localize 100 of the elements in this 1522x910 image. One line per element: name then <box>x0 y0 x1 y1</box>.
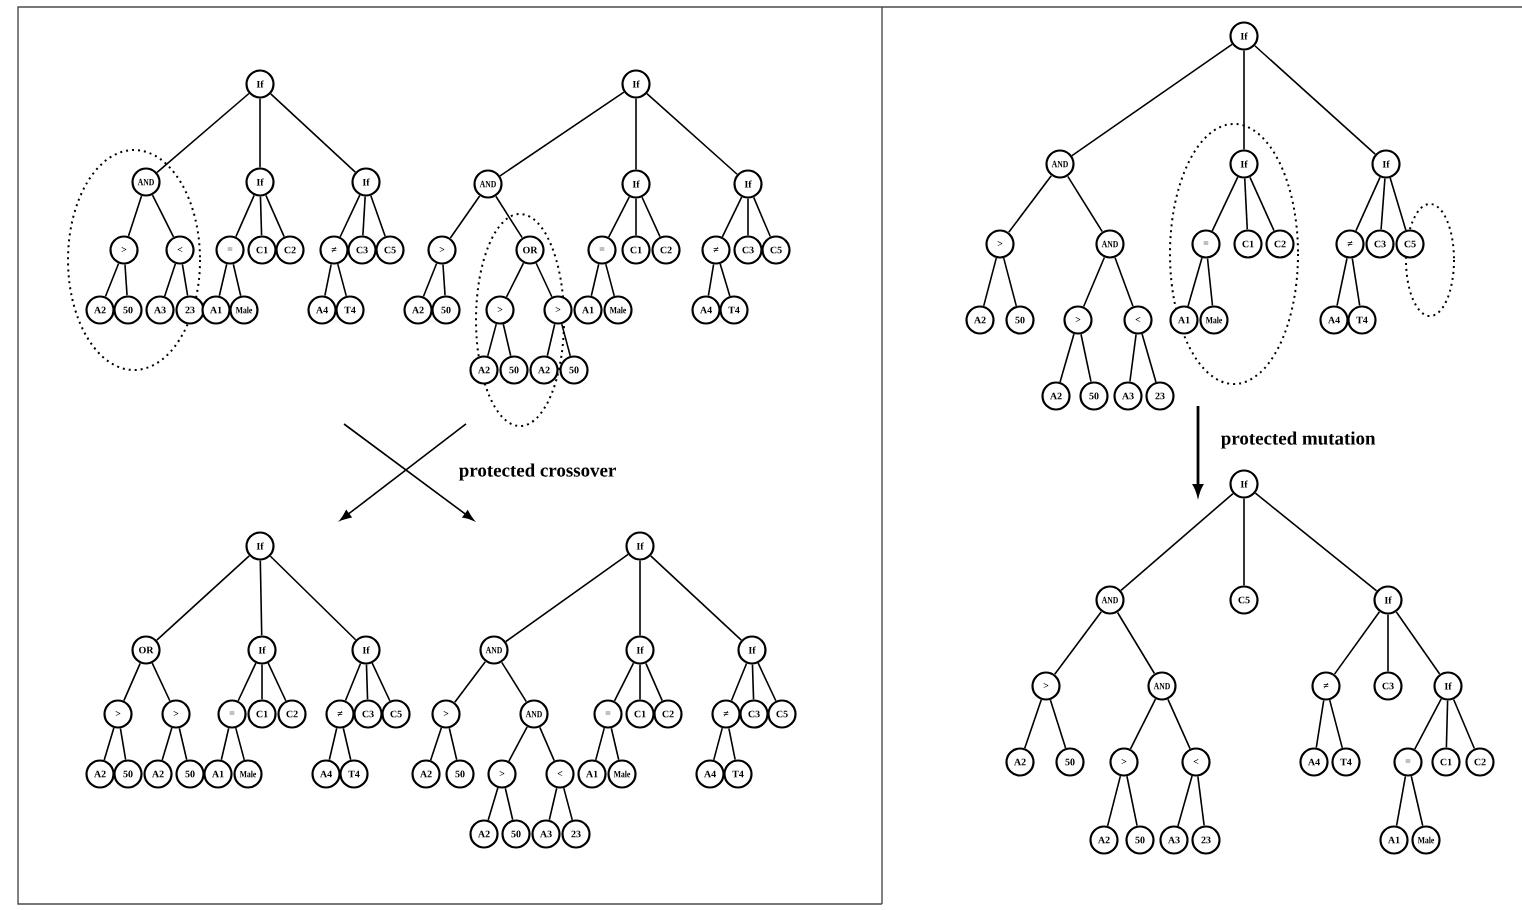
tree-branch <box>1114 256 1134 308</box>
tree-branch <box>1197 775 1205 827</box>
tree-branch <box>613 662 635 702</box>
tree-branch <box>1389 177 1407 231</box>
tree-branch <box>982 257 998 307</box>
tree-branch <box>178 727 188 761</box>
tree-branch <box>641 196 661 238</box>
tree-branch <box>1380 177 1386 231</box>
tree-branch <box>1387 613 1389 673</box>
tree-branch <box>1351 257 1361 307</box>
tree-branch <box>267 662 287 702</box>
tree-branch <box>1211 176 1239 232</box>
tree-branch <box>719 263 731 297</box>
tree-branch <box>1452 698 1476 750</box>
tree-branch <box>563 787 574 821</box>
tree-branch <box>504 787 514 821</box>
tree-branch <box>156 92 250 174</box>
tree-branch <box>713 727 724 761</box>
tree-branch <box>1066 175 1104 233</box>
tree-branch <box>1177 775 1193 827</box>
tree-branch <box>336 263 348 297</box>
tree-branch <box>1002 257 1018 307</box>
operation-label: protected crossover <box>459 463 616 481</box>
tree-branch <box>448 727 458 761</box>
tree-branch <box>1414 698 1442 750</box>
tree-branch <box>502 323 512 357</box>
tree-branch <box>181 263 189 297</box>
tree-branch <box>269 93 357 173</box>
tree-branch <box>747 197 749 237</box>
tree-branch <box>259 195 263 237</box>
tree-branch <box>429 727 443 761</box>
tree-branch <box>1243 497 1245 587</box>
tree-branch <box>124 263 128 297</box>
tree-branch <box>757 662 777 702</box>
tree-branch <box>1116 611 1156 675</box>
tree-branch <box>161 727 173 761</box>
tree-branch <box>505 262 525 298</box>
tree-branch <box>505 553 629 643</box>
tree-branch <box>1328 699 1344 749</box>
tree-branch <box>610 727 620 761</box>
tree-branch <box>265 194 285 238</box>
tree-branch <box>1129 333 1137 383</box>
tree-branch <box>605 263 616 297</box>
tree-branch <box>751 663 755 701</box>
tree-branch <box>1254 44 1376 155</box>
tree-branch <box>607 196 631 238</box>
tree-branch <box>370 194 386 237</box>
tree-branch <box>1129 698 1157 750</box>
tree-branch <box>1071 43 1233 157</box>
tree-branch <box>500 661 528 703</box>
tree-branch <box>1243 49 1245 151</box>
tree-branch <box>1141 333 1157 383</box>
tree-branch <box>728 727 736 761</box>
tree-branch <box>127 195 143 237</box>
tree-branch <box>362 195 366 237</box>
tree-branch <box>649 555 743 641</box>
tree-branch <box>163 263 177 297</box>
tree-branch <box>1007 174 1053 234</box>
tree-branch <box>235 194 255 238</box>
tree-branch <box>342 727 352 761</box>
tree-branch <box>495 195 523 239</box>
tree-branch <box>449 195 481 239</box>
tree-branch <box>103 727 115 761</box>
tree-branch <box>324 263 332 297</box>
tree-branch <box>635 197 637 237</box>
tree-branch <box>1053 610 1103 676</box>
tree-branch <box>1254 492 1378 592</box>
tree-branch <box>1049 699 1067 749</box>
tree-branch <box>639 663 641 701</box>
tree-branch <box>442 263 446 297</box>
tree-branch <box>546 323 556 357</box>
tree-branch <box>499 91 625 177</box>
tree-branch <box>1445 699 1449 749</box>
tree-branch <box>486 323 498 357</box>
tree-branch <box>156 555 251 641</box>
tree-branch <box>730 662 748 702</box>
tree-branch <box>645 662 663 702</box>
tree-branch <box>259 97 261 169</box>
tree-branch <box>635 97 637 171</box>
tree-branch <box>1080 333 1092 383</box>
tree-branch <box>123 662 141 702</box>
tree-branch <box>561 323 572 357</box>
tree-branch <box>365 663 369 701</box>
tree-branch <box>328 727 338 761</box>
tree-branch <box>371 662 391 702</box>
tree-branch <box>595 727 606 761</box>
tree-branch <box>487 787 499 821</box>
tree-branch <box>1187 257 1203 307</box>
tree-branch <box>1206 257 1214 307</box>
tree-branch <box>1355 176 1381 232</box>
tree-branch <box>539 726 555 762</box>
tree-branch <box>1336 257 1348 307</box>
tree-branch <box>259 559 263 637</box>
tree-branch <box>237 662 257 702</box>
tree-branch <box>752 196 772 238</box>
tree-branch <box>1395 611 1441 675</box>
tree-branch <box>1120 492 1234 592</box>
tree-branch <box>235 727 246 761</box>
tree-branch <box>535 262 553 298</box>
operation-label: protected mutation <box>1221 431 1376 449</box>
